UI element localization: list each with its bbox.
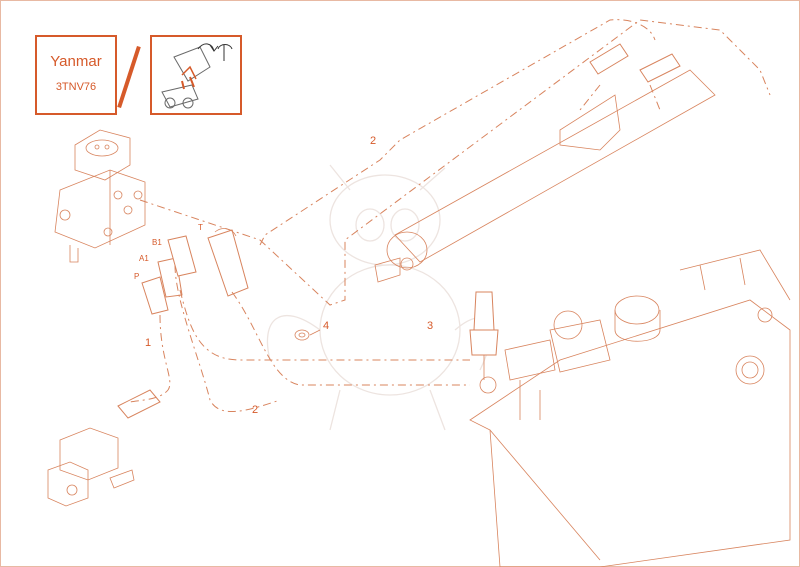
port-label-b1: B1 bbox=[152, 238, 162, 247]
hose-clamp bbox=[294, 329, 310, 341]
clamp-leader bbox=[309, 329, 321, 336]
attachment-icon-box bbox=[150, 35, 242, 115]
engine-info-box: Yanmar 3TNV76 bbox=[35, 35, 117, 115]
control-valve bbox=[54, 129, 146, 263]
hydraulic-tank bbox=[469, 249, 791, 567]
cylinder bbox=[374, 43, 716, 283]
fittings bbox=[141, 228, 249, 315]
callout-hose-2-upper: 2 bbox=[370, 135, 377, 147]
inline-filter bbox=[469, 291, 499, 394]
engine-model: 3TNV76 bbox=[55, 81, 97, 93]
hose-routes bbox=[129, 19, 771, 413]
port-label-a1: A1 bbox=[139, 254, 149, 263]
callout-hose-3: 3 bbox=[427, 320, 434, 332]
tilt-rotate-attachment-icon bbox=[161, 43, 233, 109]
port-label-t: T bbox=[198, 223, 203, 232]
engine-brand: Yanmar bbox=[50, 53, 102, 70]
port-label-p: P bbox=[134, 272, 140, 281]
watermark-mascot bbox=[266, 164, 491, 431]
callout-hose-1: 1 bbox=[145, 337, 152, 349]
lower-valve bbox=[47, 389, 161, 507]
callout-clamp-4: 4 bbox=[323, 320, 330, 332]
callout-hose-2-lower: 2 bbox=[252, 404, 259, 416]
